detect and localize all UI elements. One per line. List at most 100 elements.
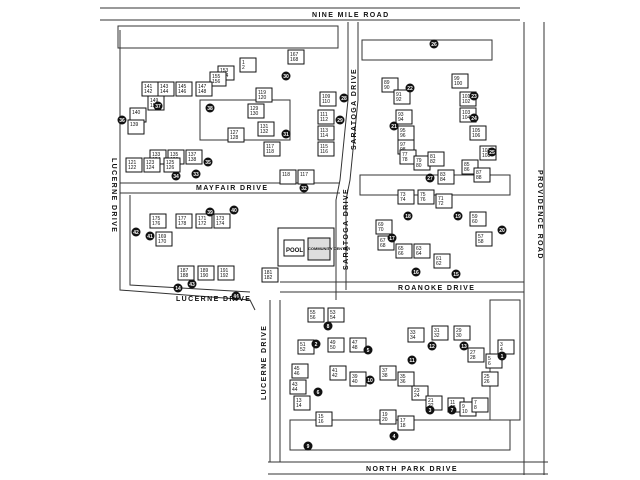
building-number: 27 xyxy=(470,350,476,356)
building-number: 69 xyxy=(378,222,384,228)
building-footprint xyxy=(195,213,213,229)
marker-number: 7 xyxy=(451,408,454,414)
building: 117 xyxy=(297,169,315,185)
building-number: 178 xyxy=(178,221,187,227)
building-footprint xyxy=(155,231,173,247)
marker-dot xyxy=(187,279,197,289)
marker-dot xyxy=(427,341,437,351)
marker-number: 32 xyxy=(301,186,307,192)
building-number: 147 xyxy=(198,84,207,90)
marker-number: 17 xyxy=(389,236,395,242)
building-footprint xyxy=(393,89,411,105)
building-footprint xyxy=(317,109,335,125)
lucerne-drive-label-lower: LUCERNE DRIVE xyxy=(261,325,268,400)
building-marker: 3 xyxy=(425,405,435,415)
building-number: 97 xyxy=(400,142,406,148)
building-number: 94 xyxy=(398,117,404,123)
building-number: 114 xyxy=(320,133,328,139)
community-center-building xyxy=(307,237,331,261)
building-marker: 10 xyxy=(365,375,375,385)
building-footprint xyxy=(397,415,415,431)
building-number: 14 xyxy=(296,403,302,409)
building-footprint xyxy=(127,119,145,135)
building-number: 156 xyxy=(212,79,221,85)
building-marker: 15 xyxy=(451,269,461,279)
building-number: 62 xyxy=(436,261,442,267)
providence-road-label: PROVIDENCE ROAD xyxy=(536,170,543,260)
building-number: 20 xyxy=(382,417,388,423)
parking-center-lot xyxy=(199,99,291,141)
building-marker: 1 xyxy=(497,351,507,361)
building-marker: 20 xyxy=(497,225,507,235)
marker-number: 2 xyxy=(315,342,318,348)
building-number: 145 xyxy=(178,84,187,90)
building-number: 5 xyxy=(488,356,491,362)
lucerne-drive-inner xyxy=(129,195,251,293)
building-number: 115 xyxy=(320,144,328,150)
building-marker: 29 xyxy=(335,115,345,125)
marker-dot xyxy=(429,39,439,49)
building-number: 125 xyxy=(166,160,175,166)
marker-dot xyxy=(453,211,463,221)
marker-number: 24 xyxy=(471,116,477,122)
building-marker: 33 xyxy=(191,169,201,179)
building-number: 135 xyxy=(170,152,179,158)
building-number: 187 xyxy=(180,268,189,274)
building-number: 17 xyxy=(400,418,406,424)
building-number: 118 xyxy=(282,172,290,178)
building-footprint xyxy=(143,157,161,173)
marker-dot xyxy=(281,71,291,81)
saratoga-drive-east-edge xyxy=(345,22,359,290)
pool xyxy=(283,239,305,257)
building-number: 87 xyxy=(476,170,482,176)
building-number: 95 xyxy=(400,128,406,134)
building-marker: 44 xyxy=(231,291,241,301)
building-number: 148 xyxy=(198,89,207,95)
marker-number: 21 xyxy=(391,124,397,130)
buildings-layer: 1511521671681531541551561411421431441451… xyxy=(125,49,515,431)
building-number: 111 xyxy=(320,112,328,118)
building-footprint xyxy=(413,243,431,259)
marker-number: 31 xyxy=(283,132,289,138)
building-footprint xyxy=(317,141,335,157)
building-number: 9 xyxy=(462,404,465,410)
parking-southeast-lot xyxy=(359,174,511,196)
building-footprint xyxy=(177,265,195,281)
building-number: 106 xyxy=(472,133,481,139)
building-marker: 2 xyxy=(311,339,321,349)
building-number: 86 xyxy=(464,167,470,173)
building-footprint xyxy=(327,307,345,323)
building-number: 56 xyxy=(310,315,316,321)
building-marker: 35 xyxy=(203,157,213,167)
building-number: 54 xyxy=(330,315,336,321)
building-number: 117 xyxy=(300,172,308,178)
building-footprint xyxy=(239,57,257,73)
amenities xyxy=(277,227,335,267)
building-footprint xyxy=(175,81,193,97)
building-footprint xyxy=(417,189,435,205)
marker-number: 23 xyxy=(471,94,477,100)
building-number: 31 xyxy=(434,328,440,334)
building-footprint xyxy=(469,211,487,227)
building-number: 112 xyxy=(320,117,328,123)
